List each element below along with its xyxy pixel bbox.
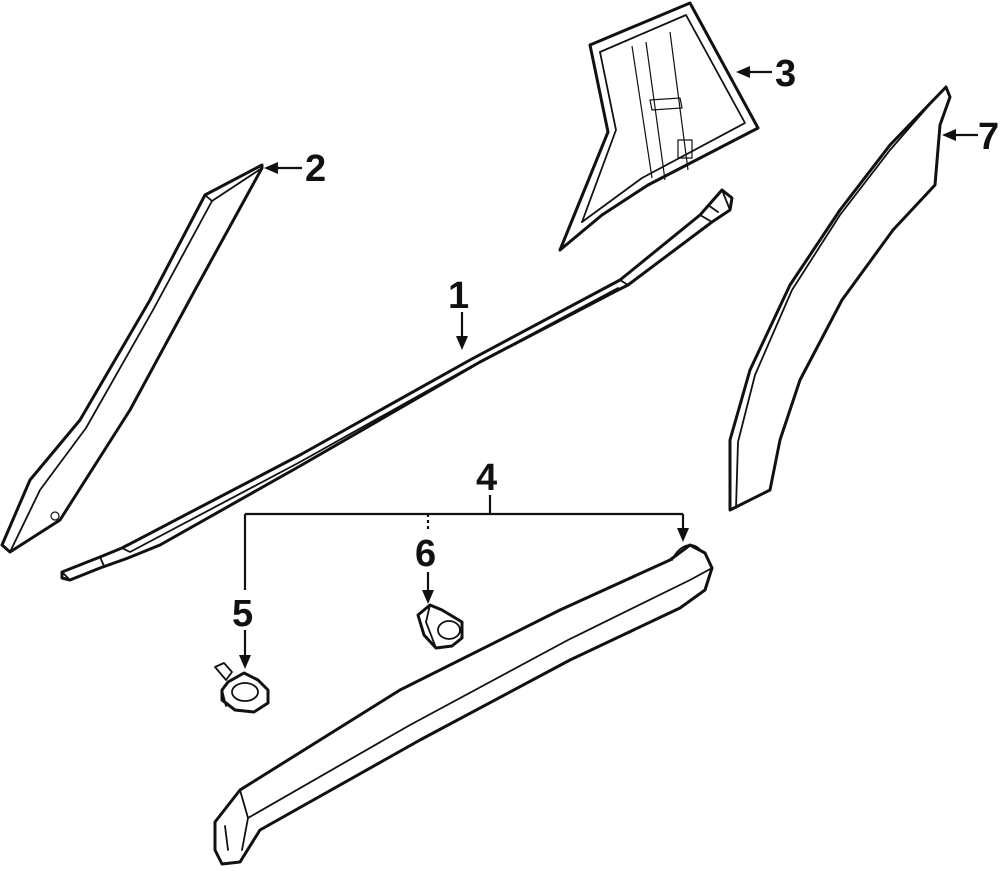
callout-4: 4: [476, 457, 497, 499]
part-7-wheel-opening-moulding[interactable]: [728, 85, 952, 512]
part-1-belt-moulding[interactable]: [60, 188, 734, 582]
leader-7: [942, 129, 978, 141]
leader-4: [243, 495, 689, 590]
callout-2: 2: [305, 148, 326, 190]
callout-1: 1: [448, 275, 469, 317]
leader-3: [736, 66, 772, 78]
leader-1: [456, 312, 468, 350]
part-2-pillar-applique[interactable]: [0, 163, 264, 554]
part-5-clip[interactable]: [214, 662, 270, 714]
callout-7: 7: [978, 116, 999, 158]
callout-6: 6: [415, 533, 436, 575]
part-6-clip[interactable]: [416, 603, 464, 650]
leader-2: [264, 162, 302, 174]
callout-3: 3: [775, 53, 796, 95]
leader-6: [422, 572, 434, 604]
leader-5: [239, 630, 251, 669]
part-4-rocker-moulding[interactable]: [213, 543, 714, 866]
part-3-quarter-applique[interactable]: [558, 1, 760, 252]
callout-5: 5: [232, 593, 253, 635]
